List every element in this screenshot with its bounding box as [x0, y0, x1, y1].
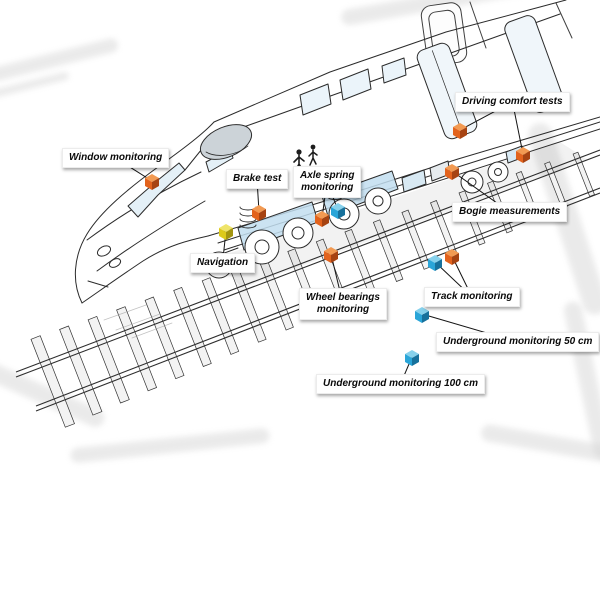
track-sleeper [59, 325, 103, 416]
side-window [299, 83, 332, 116]
track-sleeper [372, 219, 404, 282]
leader-line [459, 101, 513, 131]
sensor-cube-orange [445, 249, 459, 265]
track-sleeper [87, 315, 130, 404]
roofline [213, 0, 567, 123]
headlight [108, 258, 122, 268]
sensor-cube-orange [252, 205, 266, 221]
track-sleeper [116, 306, 158, 392]
sensor-cube-orange [324, 247, 338, 263]
sensor-cube-orange [145, 174, 159, 190]
sensor-cube-orange [445, 164, 459, 180]
nose-outline [74, 121, 215, 304]
side-window [339, 68, 372, 101]
sensor-cube-yellow [219, 224, 233, 240]
underfloor-equipment [401, 145, 525, 194]
track-sleeper [144, 296, 185, 380]
sensor-cube-orange [453, 123, 467, 139]
sensor-cube-orange [315, 211, 329, 227]
headlight [96, 245, 112, 257]
leader-line [421, 313, 518, 343]
sensor-cube-orange [516, 147, 530, 163]
engineer-figures [293, 144, 318, 173]
track-sleeper [30, 335, 75, 428]
track-sleeper [401, 209, 431, 270]
sensor-cube-blue [331, 203, 345, 219]
nose-bottom [81, 235, 209, 304]
roof-dome [199, 124, 253, 160]
leader-line [451, 170, 510, 213]
track-sleeper [201, 277, 240, 355]
leader-line [512, 101, 524, 155]
sensor-cube-blue [405, 350, 419, 366]
sensor-cube-blue [428, 255, 442, 271]
ground-hatch [103, 304, 173, 339]
side-window [381, 57, 407, 84]
sensor-cube-blue [415, 307, 429, 323]
